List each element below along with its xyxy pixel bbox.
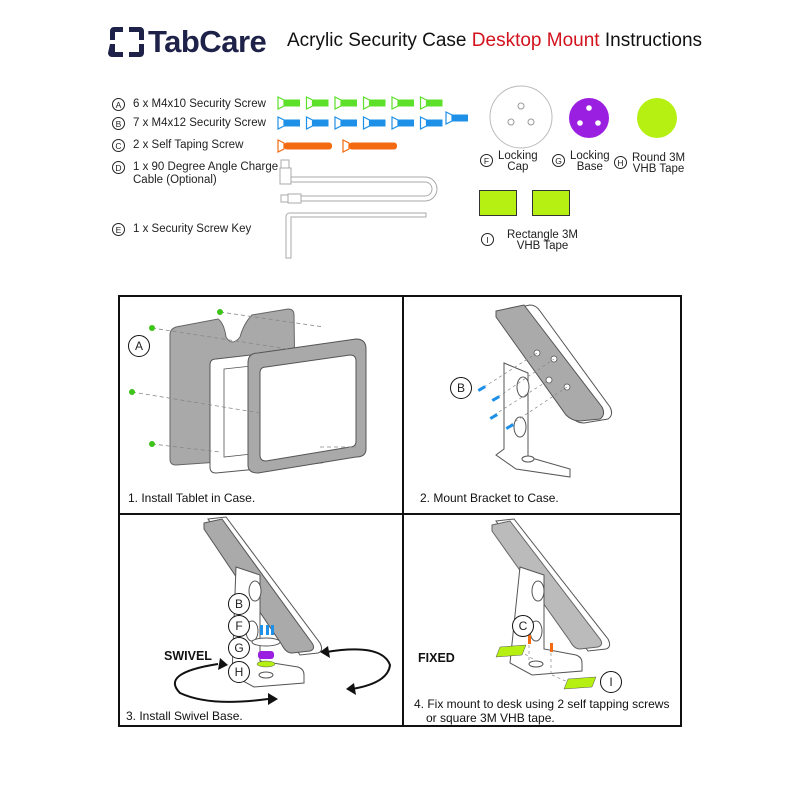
accessory-letter: I [481, 233, 494, 246]
label-line1: Locking [570, 150, 610, 162]
step-2-callout-b: B [450, 377, 472, 399]
part-letter: A [112, 98, 125, 111]
step-3-caption: 3. Install Swivel Base. [126, 709, 243, 723]
step-1-panel: A 1. Install Tablet in Case. [120, 297, 402, 513]
part-item-b: B 7 x M4x12 Security Screw [112, 117, 266, 130]
step-3-panel: B F G H SWIVEL 3. Install Swivel Base. [120, 515, 402, 727]
part-letter: B [112, 117, 125, 130]
caption-line2: or square 3M VHB tape. [426, 711, 555, 725]
part-label: 7 x M4x12 Security Screw [133, 117, 266, 129]
label-line1: Locking [498, 150, 538, 162]
brand-name: TabCare [148, 24, 267, 59]
tabcare-logo-icon [108, 27, 144, 57]
part-label: 6 x M4x10 Security Screw [133, 98, 266, 110]
screw-c-icon [342, 139, 397, 153]
part-letter: D [112, 161, 125, 174]
step-2-caption: 2. Mount Bracket to Case. [420, 491, 559, 505]
round-vhb-tape-icon [637, 98, 677, 138]
step-1-callout-a: A [128, 335, 150, 357]
accessory-letter: F [480, 154, 493, 167]
screw-a-icon [391, 96, 414, 110]
part-item-a: A 6 x M4x10 Security Screw [112, 98, 266, 111]
step-1-caption: 1. Install Tablet in Case. [128, 491, 256, 505]
label-line2: VHB Tape [632, 163, 685, 175]
accessory-letter: G [552, 154, 565, 167]
screw-b-icon [391, 116, 414, 130]
part-letter: E [112, 223, 125, 236]
step-3-callout-g: G [228, 637, 250, 659]
rectangle-vhb-tape-placement [563, 676, 597, 690]
page-title: Acrylic Security Case Desktop Mount Inst… [287, 30, 702, 52]
grid-divider-horizontal [120, 513, 680, 515]
step-4-callout-c: C [512, 615, 534, 637]
rectangle-vhb-tape-icon [479, 190, 570, 216]
step-4-callout-i: I [600, 671, 622, 693]
screw-a-icon [419, 96, 443, 110]
screw-illustrations [277, 96, 468, 153]
screw-a-icon [362, 96, 386, 110]
step-4-caption: 4. Fix mount to desk using 2 self tappin… [414, 697, 669, 725]
step-3-illustration [173, 516, 392, 705]
label-line1: Rectangle 3M [507, 229, 578, 241]
instruction-steps-grid: A 1. Install Tablet in Case. [118, 295, 682, 727]
part-letter: C [112, 139, 125, 152]
label-line2: Base [576, 161, 603, 173]
fixed-label: FIXED [418, 651, 455, 665]
step-3-callout-b: B [228, 593, 250, 615]
screw-b-icon [277, 116, 300, 130]
accessory-letter: H [614, 156, 627, 169]
charge-cable-icon [279, 159, 438, 204]
part-item-e: E 1 x Security Screw Key [112, 223, 251, 236]
locking-cap-icon [489, 85, 553, 149]
grid-divider-vertical [402, 297, 404, 725]
swivel-label: SWIVEL [164, 649, 212, 663]
title-text-end: Instructions [599, 30, 703, 51]
caption-line1: 4. Fix mount to desk using 2 self tappin… [414, 697, 670, 711]
screw-b-icon [334, 116, 357, 130]
part-label: 1 x 90 Degree Angle Charge Cable (Option… [133, 161, 279, 186]
screw-a-icon [277, 96, 300, 110]
step-3-callout-h: H [228, 661, 250, 683]
step-4-illustration [491, 518, 611, 684]
screw-a-icon [334, 96, 357, 110]
screw-b-icon [362, 116, 386, 130]
screw-c-icon [277, 139, 332, 153]
step-4-panel: C I FIXED 4. Fix mount to desk using 2 s… [404, 515, 684, 727]
step-1-illustration [129, 308, 367, 474]
screw-b-icon [419, 116, 443, 130]
part-label: 2 x Self Taping Screw [133, 139, 244, 151]
label-line2: VHB Tape [516, 240, 569, 252]
security-screw-key-icon [285, 212, 427, 259]
part-item-c: C 2 x Self Taping Screw [112, 139, 243, 152]
title-text: Acrylic Security Case [287, 30, 472, 51]
title-highlight: Desktop Mount [471, 30, 600, 51]
step-2-panel: B 2. Mount Bracket to Case. [404, 297, 684, 513]
step-3-callout-f: F [228, 615, 250, 637]
label-line2: Cap [507, 161, 529, 173]
screw-b-icon [445, 111, 468, 125]
part-item-d: D 1 x 90 Degree Angle Charge Cable (Opti… [112, 161, 282, 187]
tabcare-logo: TabCare [108, 24, 267, 60]
part-label: 1 x Security Screw Key [133, 223, 252, 235]
label-line1: Round 3M [632, 152, 686, 164]
screw-b-icon [305, 116, 329, 130]
locking-base-icon [569, 98, 609, 138]
step-2-illustration [477, 304, 613, 478]
screw-a-icon [305, 96, 329, 110]
